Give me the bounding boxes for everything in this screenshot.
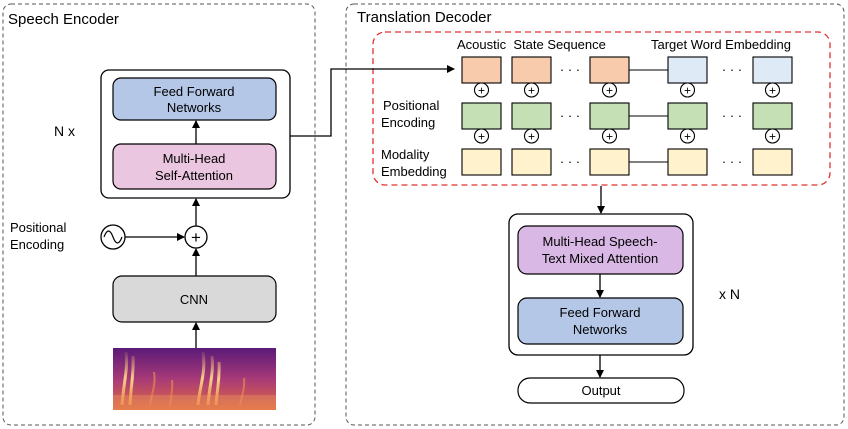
add-symbol-4-1: + xyxy=(684,84,691,98)
acoustic-state-cell-1 xyxy=(461,56,502,84)
add-node-4-2 xyxy=(679,128,696,144)
decoder-ffn-label-2: Networks xyxy=(573,322,628,337)
encoder-pos-enc-label-1: Positional xyxy=(10,220,66,235)
add-symbol-1-1: + xyxy=(478,84,485,98)
sine-wave-curve xyxy=(103,230,123,244)
encoder-title: Speech Encoder xyxy=(8,11,119,28)
modality-embedding-label-1: Modality xyxy=(381,147,430,162)
encoder-add-symbol: + xyxy=(191,228,201,247)
decoder-input-region xyxy=(372,31,831,186)
encoder-repeat-label: N x xyxy=(54,123,75,139)
add-node-1-1 xyxy=(473,82,490,98)
decoder-title: Translation Decoder xyxy=(357,9,492,26)
modality-embedding-cell-1 xyxy=(461,148,502,176)
modality-embedding-label-2: Embedding xyxy=(381,164,447,179)
add-symbol-3-2: + xyxy=(606,130,613,144)
spectrogram-image xyxy=(113,348,276,410)
encoder-mhsa-box xyxy=(112,143,277,190)
add-symbol-5-2: + xyxy=(769,130,776,144)
add-symbol-5-1: + xyxy=(769,84,776,98)
positional-encoding-cell-3 xyxy=(589,102,630,130)
add-node-5-2 xyxy=(764,128,781,144)
add-symbol-1-2: + xyxy=(478,130,485,144)
encoder-mhsa-label-2: Self-Attention xyxy=(155,168,233,183)
modality-embedding-cell-2 xyxy=(511,148,552,176)
ellipsis-target-row-2: · · · xyxy=(722,108,742,123)
acoustic-state-cell-2 xyxy=(511,56,552,84)
add-node-2-1 xyxy=(523,82,540,98)
mixed-attention-label-2: Text Mixed Attention xyxy=(542,251,658,266)
positional-encoding-cell-2 xyxy=(511,102,552,130)
token-columns: + + + + + + + + + + xyxy=(461,56,793,176)
add-node-3-1 xyxy=(601,82,618,98)
encoder-mhsa-label-1: Multi-Head xyxy=(163,151,226,166)
target-word-embedding-label: Target Word Embedding xyxy=(651,37,791,52)
ellipsis-target-row-3: · · · xyxy=(722,154,742,169)
encoder-pos-enc-label-2: Encoding xyxy=(10,237,64,252)
acoustic-state-cell-3 xyxy=(589,56,630,84)
add-symbol-2-2: + xyxy=(528,130,535,144)
add-node-2-2 xyxy=(523,128,540,144)
add-node-1-2 xyxy=(473,128,490,144)
target-embedding-cell-4 xyxy=(667,56,708,84)
row-connectors xyxy=(629,69,668,163)
acoustic-state-sequence-label: Acoustic State Sequence xyxy=(457,37,606,52)
cnn-label: CNN xyxy=(180,292,208,307)
target-embedding-cell-5 xyxy=(752,56,793,84)
positional-encoding-cell-1 xyxy=(461,102,502,130)
add-node-5-1 xyxy=(764,82,781,98)
decoder-pos-enc-label-1: Positional xyxy=(383,98,439,113)
add-node-3-2 xyxy=(601,128,618,144)
modality-embedding-cell-5 xyxy=(752,148,793,176)
ellipsis-acoustic-row-1: · · · xyxy=(560,62,580,77)
add-symbol-2-1: + xyxy=(528,84,535,98)
positional-encoding-cell-5 xyxy=(752,102,793,130)
output-box xyxy=(517,377,685,404)
positional-encoding-cell-4 xyxy=(667,102,708,130)
ellipsis-target-row-1: · · · xyxy=(722,62,742,77)
decoder-ffn-box xyxy=(517,297,684,345)
add-symbol-3-1: + xyxy=(606,84,613,98)
decoder-pos-enc-label-2: Encoding xyxy=(381,115,435,130)
modality-embedding-cell-3 xyxy=(589,148,630,176)
decoder-panel xyxy=(345,3,845,426)
add-node-4-1 xyxy=(679,82,696,98)
mixed-attention-label-1: Multi-Head Speech- xyxy=(543,234,658,249)
output-label: Output xyxy=(581,383,620,398)
encoder-ffn-label-1: Feed Forward xyxy=(154,84,235,99)
modality-embedding-cell-4 xyxy=(667,148,708,176)
encoder-ffn-label-2: Networks xyxy=(167,100,222,115)
decoder-ffn-label-1: Feed Forward xyxy=(560,305,641,320)
add-symbol-4-2: + xyxy=(684,130,691,144)
arrow-encoder-to-decoder xyxy=(290,65,455,137)
encoder-panel xyxy=(2,3,316,426)
ellipsis-acoustic-row-3: · · · xyxy=(560,154,580,169)
decoder-repeat-label: x N xyxy=(719,286,740,302)
ellipsis-acoustic-row-2: · · · xyxy=(560,108,580,123)
